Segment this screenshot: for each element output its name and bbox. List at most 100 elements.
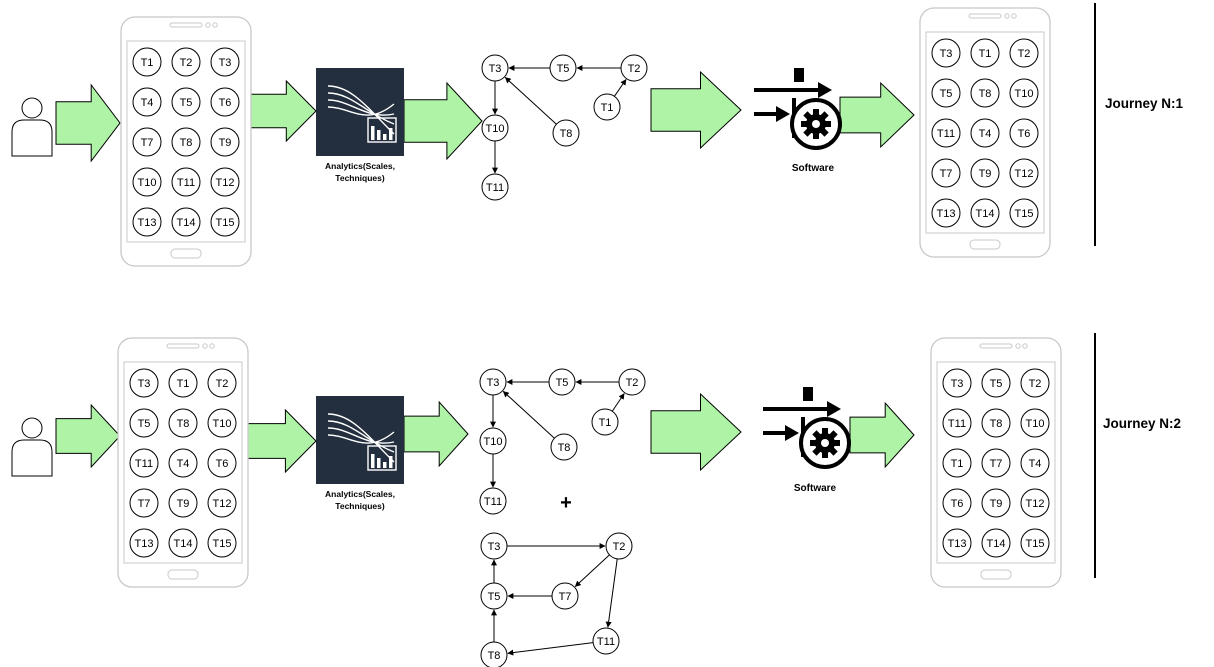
journey-1-output-phone-tile-T10: T10 [1009, 78, 1039, 108]
journey-1-graph-node-T3-label: T3 [489, 63, 502, 75]
journey-1-output-phone-tile-T6-circle [1009, 118, 1039, 148]
journey-2-output-phone-tile-T9-label: T9 [990, 498, 1003, 510]
journey-2-graph-b-node-T11-label: T11 [597, 636, 615, 648]
journey-2-output-phone-tile-T1: T1 [942, 448, 972, 478]
journey-1-output-phone-tile-T3-circle [931, 38, 961, 68]
journey-1-input-phone-tile-T2: T2 [171, 47, 201, 77]
journey-2-graph-b-node-T3: T3 [480, 532, 508, 560]
journey-2-graph-b-node-T5-label: T5 [488, 591, 501, 603]
journey-1-analytics-icon-bg [316, 68, 404, 156]
journey-2-output-phone-tile-T13: T13 [942, 528, 972, 558]
journey-1-input-phone-tile-T6-label: T6 [219, 97, 232, 109]
journey-1-output-phone-tile-T3: T3 [931, 38, 961, 68]
journey-1-output-phone-tile-T1: T1 [970, 38, 1000, 68]
journey-2-input-phone-tile-T13: T13 [129, 528, 159, 558]
journey-1-graph-node-T3: T3 [481, 54, 509, 82]
journey-2-output-phone-tile-T2-circle [1020, 368, 1050, 398]
journey-2-output-phone-tile-T1-circle [942, 448, 972, 478]
journey-1-output-phone-tile-T10-circle [1009, 78, 1039, 108]
journey-1-graph-node-T1-circle [593, 93, 621, 121]
journey-2-output-phone-tile-T15: T15 [1020, 528, 1050, 558]
journey-1-input-phone-tile-T8-label: T8 [180, 137, 193, 149]
journey-2-output-phone-tile-T6-circle [942, 488, 972, 518]
journey-1-output-phone-tile-T5: T5 [931, 78, 961, 108]
journey-1-input-phone-tile-T3: T3 [210, 47, 240, 77]
journey-1-output-phone-tile-T15-circle [1009, 198, 1039, 228]
journey-2-graph-b-node-T3-circle [480, 532, 508, 560]
journey-2-input-phone-tile-T8-circle [168, 408, 198, 438]
journey-2-graph-a-node-T3-circle [479, 368, 507, 396]
journey-1-output-phone-tile-T6-label: T6 [1018, 128, 1031, 140]
journey-1-input-phone-tile-T13: T13 [132, 207, 162, 237]
journey-2-analytics-icon-bar-0 [371, 454, 375, 468]
journey-2-graph-b-node-T2-label: T2 [613, 541, 626, 553]
journey-1-input-phone-tile-T5: T5 [171, 87, 201, 117]
journey-2-graph-a-node-T1-label: T1 [599, 417, 612, 429]
journey-1-user-body [11, 119, 53, 157]
journey-1-analytics-icon-frame [367, 117, 397, 143]
journey-2-input-phone-tile-T14-circle [168, 528, 198, 558]
journey-1-input-phone-tile-T14: T14 [171, 207, 201, 237]
journey-2-output-phone-tile-T8-label: T8 [990, 418, 1003, 430]
journey-2-input-phone-tile-T5-circle [129, 408, 159, 438]
journey-1-input-phone-tile-T7-label: T7 [141, 137, 154, 149]
journey-1-input-phone-tile-T9-label: T9 [219, 137, 232, 149]
journey-2-graph-b-node-T5-circle [480, 582, 508, 610]
journey-2-graph-b-node-T8-circle [480, 641, 508, 667]
journey-1-output-phone-tile-T9: T9 [970, 158, 1000, 188]
journey-2-input-phone-tile-T6-label: T6 [216, 458, 229, 470]
journey-2-analytics-icon-curve-2 [327, 427, 395, 444]
journey-2-label: Journey N:2 [1103, 416, 1181, 431]
journey-1-analytics-icon-bar-2 [383, 134, 387, 140]
journey-2-output-phone-tile-T13-circle [942, 528, 972, 558]
journey-1-input-phone-speaker [169, 22, 203, 28]
journey-1-output-phone-tile-T6: T6 [1009, 118, 1039, 148]
journey-2-user [11, 417, 53, 477]
journey-2-input-phone-tile-T4: T4 [168, 448, 198, 478]
journey-1-analytics-icon-bar-0 [371, 126, 375, 140]
journey-1-output-phone-sensor [1011, 13, 1017, 19]
journey-1-output-phone-tile-T14: T14 [970, 198, 1000, 228]
journey-2-analytics-icon-curve-1 [327, 420, 395, 453]
journey-1-output-phone-tile-T4-circle [970, 118, 1000, 148]
journey-1-output-phone-tile-T5-label: T5 [940, 88, 953, 100]
journey-2-graph-b-node-T2-circle [605, 532, 633, 560]
journey-1-user-head [21, 97, 43, 119]
journey-1-input-phone-tile-T9-circle [210, 127, 240, 157]
journey-2-software-icon-gear-tooth-7 [812, 430, 822, 440]
journey-2-output-phone-tile-T5-label: T5 [990, 378, 1003, 390]
journey-1-output-phone-tile-T12: T12 [1009, 158, 1039, 188]
journey-2-graph-a-node-T1: T1 [591, 408, 619, 436]
journey-2-graph-b-node-T8-label: T8 [488, 650, 501, 662]
journey-1-graph-node-T1: T1 [593, 93, 621, 121]
journey-2-output-phone-tile-T10-circle [1020, 408, 1050, 438]
journey-2-output-phone-tile-T1-label: T1 [951, 458, 964, 470]
journey-1-analytics-icon-curve-3 [327, 103, 395, 116]
journey-2-software-icon-gear-tooth-4 [822, 451, 828, 458]
journey-1-output-phone-tile-T15-label: T15 [1015, 208, 1034, 220]
journey-2-software-icon-gear-tooth-1 [828, 430, 838, 440]
journey-1-input-phone-tile-T1-label: T1 [141, 57, 154, 69]
journey-2-output-phone-tile-T14: T14 [981, 528, 1011, 558]
journey-2-output-phone-tile-T13-label: T13 [948, 538, 967, 550]
journey-2-input-phone-tile-T9: T9 [168, 488, 198, 518]
journey-2-output-phone-tile-T12-circle [1020, 488, 1050, 518]
journey-1-graph-node-T5-label: T5 [557, 63, 570, 75]
journey-2-input-phone-tile-T7: T7 [129, 488, 159, 518]
journey-1-graph-edge-T8-T3 [504, 77, 557, 125]
journey-1-input-phone-tile-T14-circle [171, 207, 201, 237]
journey-2-graph-a-node-T8: T8 [550, 433, 578, 461]
journey-1-software-icon-gear-tooth-5 [803, 127, 813, 137]
journey-2-software-icon-head-2 [785, 425, 799, 441]
journey-2-input-phone-tile-T7-label: T7 [138, 498, 151, 510]
journey-1-graph-node-T5-circle [549, 54, 577, 82]
journey-1-output-phone-tile-T4: T4 [970, 118, 1000, 148]
journey-2-output-phone-tile-T12: T12 [1020, 488, 1050, 518]
journey-2-user-body [11, 439, 53, 477]
journey-1-graph-edge-T1-T2 [613, 79, 627, 97]
journey-1-analytics-icon-curve-0 [327, 85, 395, 135]
journey-2-input-phone-tile-T9-circle [168, 488, 198, 518]
journey-1-output-phone-tile-T8-circle [970, 78, 1000, 108]
journey-2-output-phone-tile-T5: T5 [981, 368, 1011, 398]
journey-1-output-phone-tile-T10-label: T10 [1015, 88, 1034, 100]
